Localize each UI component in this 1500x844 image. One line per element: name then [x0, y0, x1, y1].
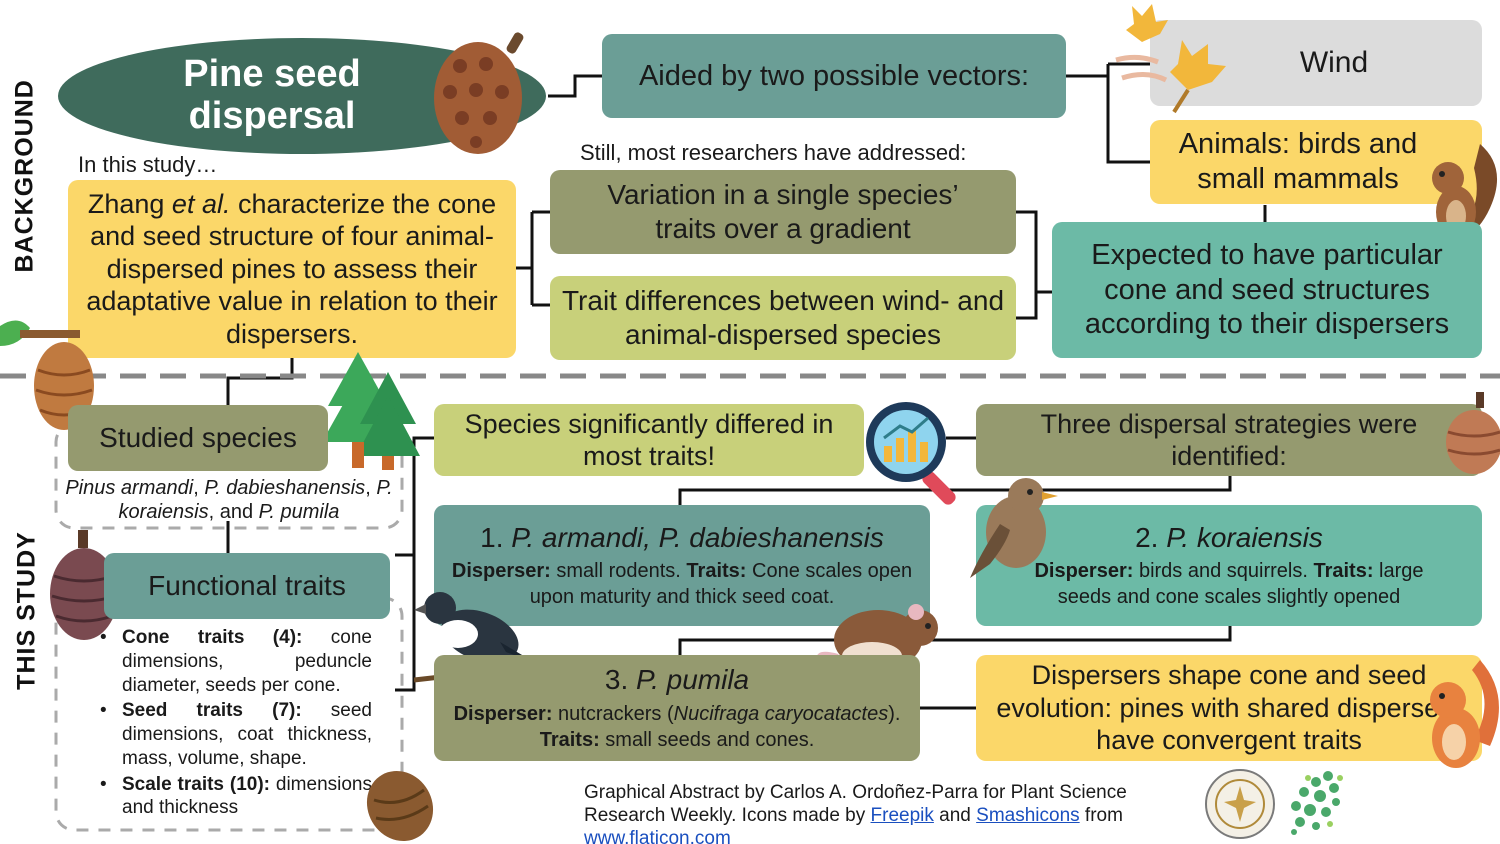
three-strategies-box: Three dispersal strategies were identifi… — [976, 404, 1482, 476]
studied-species-box: Studied species — [68, 405, 328, 471]
study-summary-text: Zhang et al. characterize the cone and s… — [86, 189, 498, 349]
dark-cone-icon — [50, 530, 118, 640]
trait-differences-box: Trait differences between wind- and anim… — [550, 276, 1016, 360]
vectors-text: Aided by two possible vectors: — [638, 59, 1030, 92]
scale-traits-item: Scale traits (10): dimensions and thickn… — [100, 773, 372, 821]
freepik-link[interactable]: Freepik — [870, 804, 934, 826]
small-cone-icon — [1446, 392, 1500, 474]
species-list: Pinus armandi, P. dabieshanensis, P. kor… — [65, 477, 393, 523]
still-label: Still, most researchers have addressed: — [580, 140, 967, 165]
in-this-study-label: In this study… — [78, 152, 218, 177]
cone-traits-item: Cone traits (4): cone dimensions, pedunc… — [100, 626, 372, 697]
red-squirrel-icon — [1430, 660, 1499, 768]
wind-text: Wind — [1299, 46, 1369, 79]
functional-traits-text: Functional traits — [148, 570, 346, 602]
society-seal-logo — [1205, 769, 1275, 839]
trait-differences-text: Trait differences between wind- and anim… — [561, 285, 1005, 350]
pine-cone-icon — [434, 32, 524, 154]
strategy-2-title: 2. P. koraiensis — [1135, 521, 1323, 553]
strategy-1-details: Disperser: small rodents. Traits: Cone s… — [451, 560, 913, 609]
magnifier-chart-icon — [866, 402, 956, 505]
pine-tree-icon — [324, 352, 420, 470]
background-section-label: BACKGROUND — [10, 79, 39, 273]
vectors-box: Aided by two possible vectors: — [602, 34, 1066, 118]
conclusion-text: Dispersers shape cone and seed evolution… — [996, 660, 1462, 756]
expected-text: Expected to have particular cone and see… — [1084, 238, 1450, 341]
study-summary-box: Zhang et al. characterize the cone and s… — [68, 180, 516, 358]
traits-list: Cone traits (4): cone dimensions, pedunc… — [100, 626, 372, 822]
animals-box: Animals: birds and small mammals — [1150, 120, 1482, 204]
flaticon-link[interactable]: www.flaticon.com — [584, 827, 731, 844]
strategy-1-title: 1. P. armandi, P. dabieshanensis — [480, 521, 884, 553]
variation-text: Variation in a single species’ traits ov… — [607, 179, 959, 244]
strategy-3-details: Disperser: nutcrackers (Nucifraga caryoc… — [453, 702, 901, 751]
brown-cone-icon — [366, 770, 434, 842]
studied-species-text: Studied species — [99, 422, 297, 454]
expected-box: Expected to have particular cone and see… — [1052, 222, 1482, 358]
species-differed-text: Species significantly differed in most t… — [464, 408, 834, 471]
strategy-3-title: 3. P. pumila — [604, 664, 750, 696]
strategy-2-box: 2. P. koraiensis Disperser: birds and sq… — [976, 505, 1482, 626]
variation-box: Variation in a single species’ traits ov… — [550, 170, 1016, 254]
smashicons-link[interactable]: Smashicons — [976, 804, 1080, 826]
species-differed-box: Species significantly differed in most t… — [434, 404, 864, 476]
bird-icon — [970, 478, 1058, 578]
animals-text: Animals: birds and small mammals — [1178, 128, 1418, 195]
leaf-wind-icon — [1115, 4, 1226, 114]
this-study-section-label: THIS STUDY — [12, 531, 41, 690]
functional-traits-box: Functional traits — [104, 553, 390, 619]
seed-traits-item: Seed traits (7): seed dimensions, coat t… — [100, 699, 372, 770]
credits: Graphical Abstract by Carlos A. Ordoñez-… — [584, 782, 1204, 844]
strategy-1-box: 1. P. armandi, P. dabieshanensis Dispers… — [434, 505, 930, 626]
conclusion-box: Dispersers shape cone and seed evolution… — [976, 655, 1482, 761]
dotted-leaf-logo — [1291, 771, 1343, 835]
strategy-3-box: 3. P. pumila Disperser: nutcrackers (Nuc… — [434, 655, 920, 761]
three-strategies-text: Three dispersal strategies were identifi… — [1040, 408, 1418, 471]
page-title: Pine seed dispersal — [183, 53, 361, 137]
strategy-2-details: Disperser: birds and squirrels. Traits: … — [1034, 560, 1424, 609]
